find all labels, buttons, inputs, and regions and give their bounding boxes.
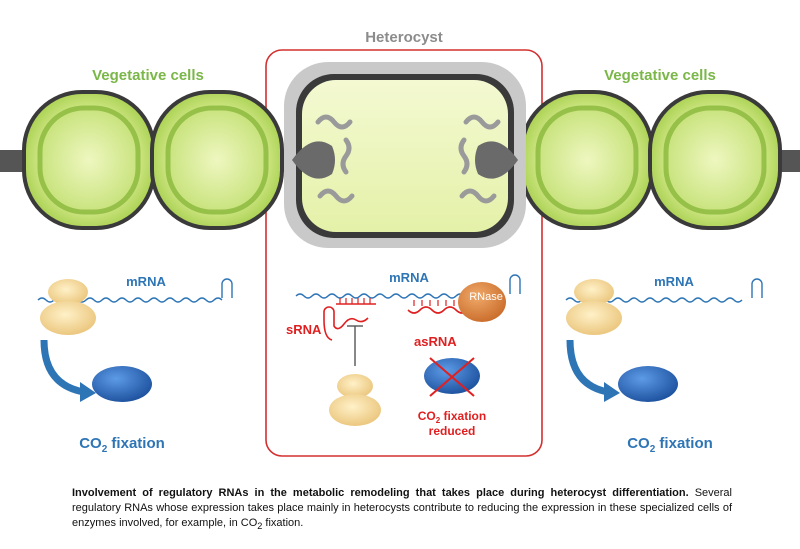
- srna-molecule: [323, 298, 376, 341]
- heterocyst-frame: [265, 49, 543, 457]
- caption-sub: 2: [257, 521, 263, 532]
- srna-label: sRNA: [286, 322, 322, 337]
- translation-arrow-left: [40, 339, 96, 402]
- rnase-enzyme: RNase: [458, 282, 506, 322]
- caption-bold: Involvement of regulatory RNAs in the me…: [72, 487, 689, 499]
- enzyme-left: [92, 366, 152, 402]
- mrna-label-center: mRNA: [389, 270, 429, 285]
- co2-fixation-reduced-label: CO2 fixation: [418, 409, 486, 425]
- inhibition-symbol: [347, 325, 363, 366]
- caption-end: fixation.: [262, 517, 304, 529]
- translation-arrow-right: [566, 339, 620, 402]
- caption-text: Several regulatory RNAs whose expression…: [72, 487, 732, 529]
- ribosome-left: [40, 279, 96, 335]
- ribosome-right: [566, 279, 622, 335]
- vegetative-cell-right-2: [648, 90, 782, 230]
- co2-fixation-label-right: CO2 fixation: [627, 435, 713, 455]
- mrna-label-left: mRNA: [126, 274, 166, 289]
- mrna-strand-center: [295, 274, 521, 299]
- co2-fixation-label-left: CO2 fixation: [79, 435, 165, 455]
- vegetative-cell-left-2: [150, 90, 284, 230]
- heterocyst-cell: [284, 62, 526, 248]
- rnase-label: RNase: [469, 291, 503, 303]
- figure-diagram: Heterocyst Vegetative cells Vegetative c…: [0, 29, 800, 457]
- figure-caption: Involvement of regulatory RNAs in the me…: [72, 486, 732, 534]
- vegetative-cells-label-left: Vegetative cells: [92, 67, 204, 84]
- asrna-label: asRNA: [414, 334, 457, 349]
- vegetative-cells-label-right: Vegetative cells: [604, 67, 716, 84]
- enzyme-right: [618, 366, 678, 402]
- mrna-label-right: mRNA: [654, 274, 694, 289]
- ribosome-center: [329, 374, 381, 426]
- vegetative-cell-right-1: [520, 90, 654, 230]
- reduced-label: reduced: [429, 424, 476, 438]
- vegetative-cell-left-1: [22, 90, 156, 230]
- cross-mark-icon: [429, 357, 475, 397]
- heterocyst-label: Heterocyst: [365, 29, 443, 46]
